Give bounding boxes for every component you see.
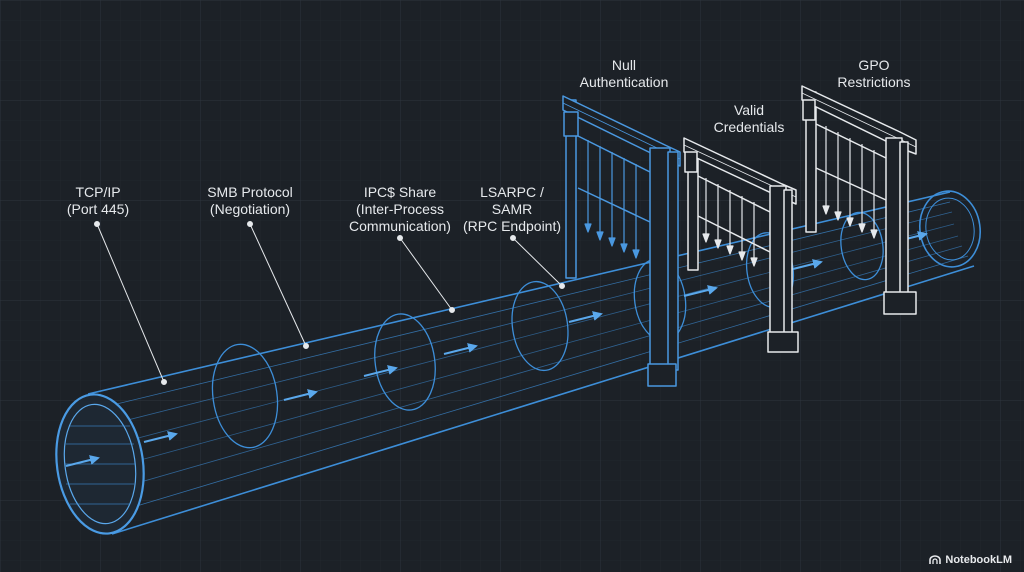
flow-arrow [788,259,823,271]
leader-smb [247,221,309,349]
flow-arrow [143,431,178,443]
pipe-ring [211,343,279,449]
valid-credentials-gate [683,137,799,353]
pipe-ring [840,211,884,281]
flow-arrow [568,311,603,323]
leader-tcp-ip [94,221,167,385]
label-lsarpc-samr: LSARPC /SAMR(RPC Endpoint) [462,184,562,234]
flow-arrow [443,343,478,355]
leader-lsarpc [510,235,565,289]
flow-arrow [363,365,398,377]
brand-name: NotebookLM [945,554,1012,566]
gpo-restrictions-gate [801,85,917,315]
flow-arrow [683,285,718,297]
label-smb-protocol: SMB Protocol(Negotiation) [207,184,293,217]
leader-ipc [397,235,455,313]
null-authentication-gate [562,95,681,387]
notebooklm-logo-icon [929,555,942,564]
brand-watermark: NotebookLM [929,554,1012,566]
flow-arrow [65,455,100,467]
pipe-ring [374,313,436,411]
label-tcp-ip: TCP/IP(Port 445) [66,184,130,217]
flow-arrow [283,389,318,401]
pipe-ring [511,280,569,372]
